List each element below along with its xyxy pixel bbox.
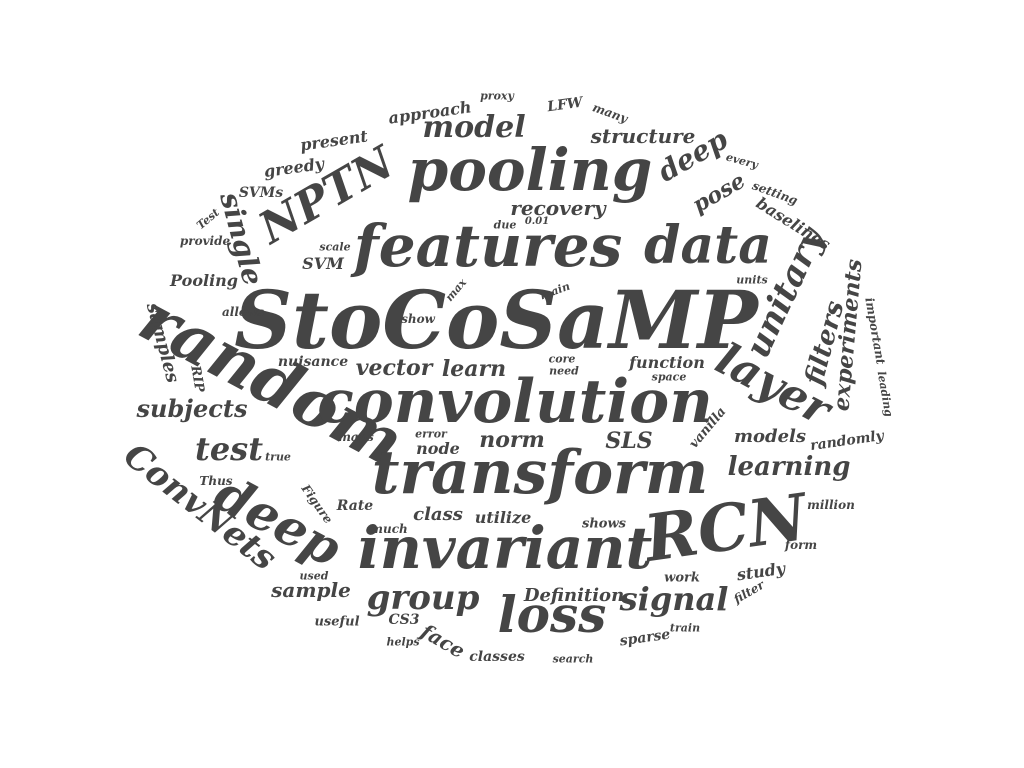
- word-classes: classes: [469, 649, 525, 665]
- word-recovery: recovery: [510, 196, 606, 220]
- word-sparse: sparse: [618, 626, 672, 650]
- word-pooling: pooling: [407, 136, 653, 204]
- word-svms: SVMs: [238, 185, 284, 201]
- word-helps: helps: [386, 635, 420, 649]
- word-vector: vector: [355, 355, 433, 381]
- word-form: form: [784, 538, 818, 552]
- word-true: true: [265, 450, 291, 464]
- word-randomly: randomly: [809, 427, 885, 455]
- word-units: units: [736, 273, 768, 287]
- word-test: test: [195, 430, 263, 468]
- word-many: many: [590, 100, 630, 126]
- word-structure: structure: [590, 124, 696, 148]
- word-space: space: [651, 370, 687, 384]
- word-svm: SVM: [302, 254, 344, 273]
- word-loss: loss: [497, 585, 607, 644]
- word-maps: maps: [338, 430, 374, 444]
- word-used: used: [299, 569, 329, 583]
- word-sample: sample: [271, 578, 351, 602]
- word-leading: leading: [874, 370, 896, 418]
- word-utilize: utilize: [474, 508, 532, 527]
- word-subjects: subjects: [136, 394, 248, 423]
- word-001: 0.01: [524, 216, 550, 227]
- word-due: due: [493, 218, 517, 232]
- word-invariant: invariant: [357, 514, 653, 582]
- word-rate: Rate: [336, 498, 374, 514]
- word-learn: learn: [441, 356, 507, 382]
- word-every: every: [724, 150, 760, 172]
- word-thus: Thus: [199, 474, 233, 488]
- word-class: class: [413, 504, 463, 525]
- word-group: group: [366, 578, 480, 618]
- word-model: model: [422, 110, 526, 145]
- word-transform: transform: [371, 438, 709, 508]
- word-shows: shows: [582, 516, 626, 532]
- word-nuisance: nuisance: [277, 354, 349, 370]
- word-search: search: [552, 652, 594, 666]
- word-norm: norm: [479, 427, 545, 453]
- word-pose: pose: [688, 167, 750, 219]
- word-filter: filter: [731, 577, 767, 607]
- word-definition: Definition: [523, 585, 625, 606]
- word-lfw: LFW: [546, 94, 584, 116]
- word-features: features: [353, 212, 623, 280]
- word-provide: provide: [179, 234, 231, 248]
- word-core: core: [548, 352, 576, 366]
- word-important: important: [862, 296, 888, 366]
- word-need: need: [549, 364, 579, 378]
- word-signal: signal: [619, 580, 729, 618]
- word-data: data: [644, 215, 772, 276]
- word-test-small: Test: [194, 205, 222, 233]
- word-error: error: [415, 427, 447, 441]
- word-function: function: [629, 353, 705, 372]
- word-scale: scale: [319, 240, 351, 254]
- word-face: face: [416, 618, 470, 664]
- word-stocosamp: StoCoSaMP: [234, 273, 758, 367]
- word-million: million: [807, 498, 855, 512]
- word-proxy: proxy: [480, 89, 514, 103]
- word-show: show: [401, 312, 435, 326]
- word-useful: useful: [314, 614, 360, 630]
- word-experiments: experiments: [828, 258, 868, 412]
- word-sls: SLS: [605, 428, 653, 454]
- word-rcn: RCN: [640, 480, 812, 577]
- word-convolution: convolution: [317, 367, 713, 437]
- word-pooling-small: Pooling: [170, 271, 238, 290]
- word-models: models: [733, 426, 807, 447]
- word-train: train: [669, 621, 701, 635]
- word-node: node: [416, 439, 460, 458]
- word-allows: allows: [222, 305, 264, 319]
- word-much: much: [370, 522, 408, 536]
- word-learning: learning: [727, 452, 851, 482]
- word-cs3: CS3: [388, 612, 420, 628]
- word-work: work: [664, 570, 700, 586]
